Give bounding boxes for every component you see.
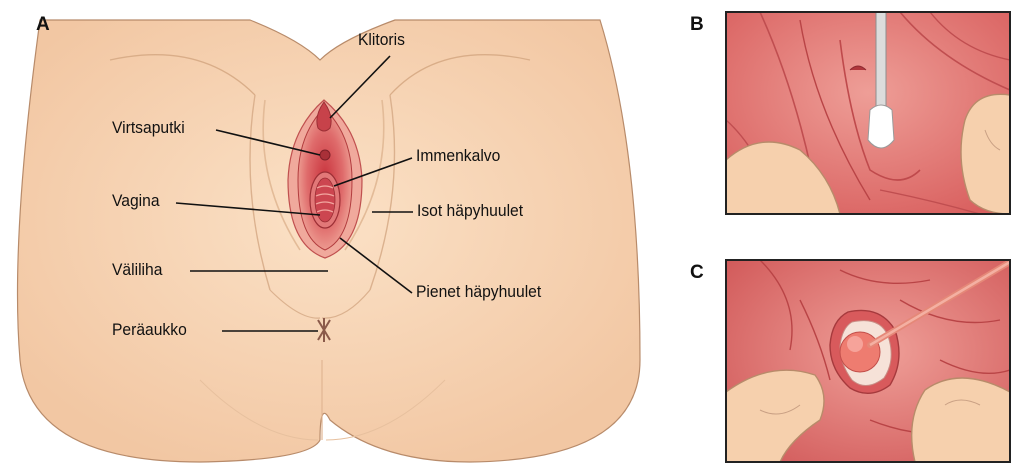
panel-letter-a: A — [36, 14, 50, 36]
label-labia-minora: Pienet häpyhuulet — [416, 282, 541, 302]
label-perineum: Väliliha — [112, 260, 162, 280]
panel-b-illustration — [726, 12, 1010, 214]
label-vagina: Vagina — [112, 191, 160, 211]
label-clitoris: Klitoris — [358, 30, 405, 50]
label-hymen: Immenkalvo — [416, 146, 500, 166]
panel-a-illustration — [18, 20, 641, 462]
label-anus: Peräaukko — [112, 320, 187, 340]
panel-letter-c: C — [690, 262, 704, 284]
panel-letter-b: B — [690, 14, 704, 36]
panel-c-illustration — [726, 260, 1010, 462]
label-urethra: Virtsaputki — [112, 118, 185, 138]
label-labia-majora: Isot häpyhuulet — [417, 201, 523, 221]
